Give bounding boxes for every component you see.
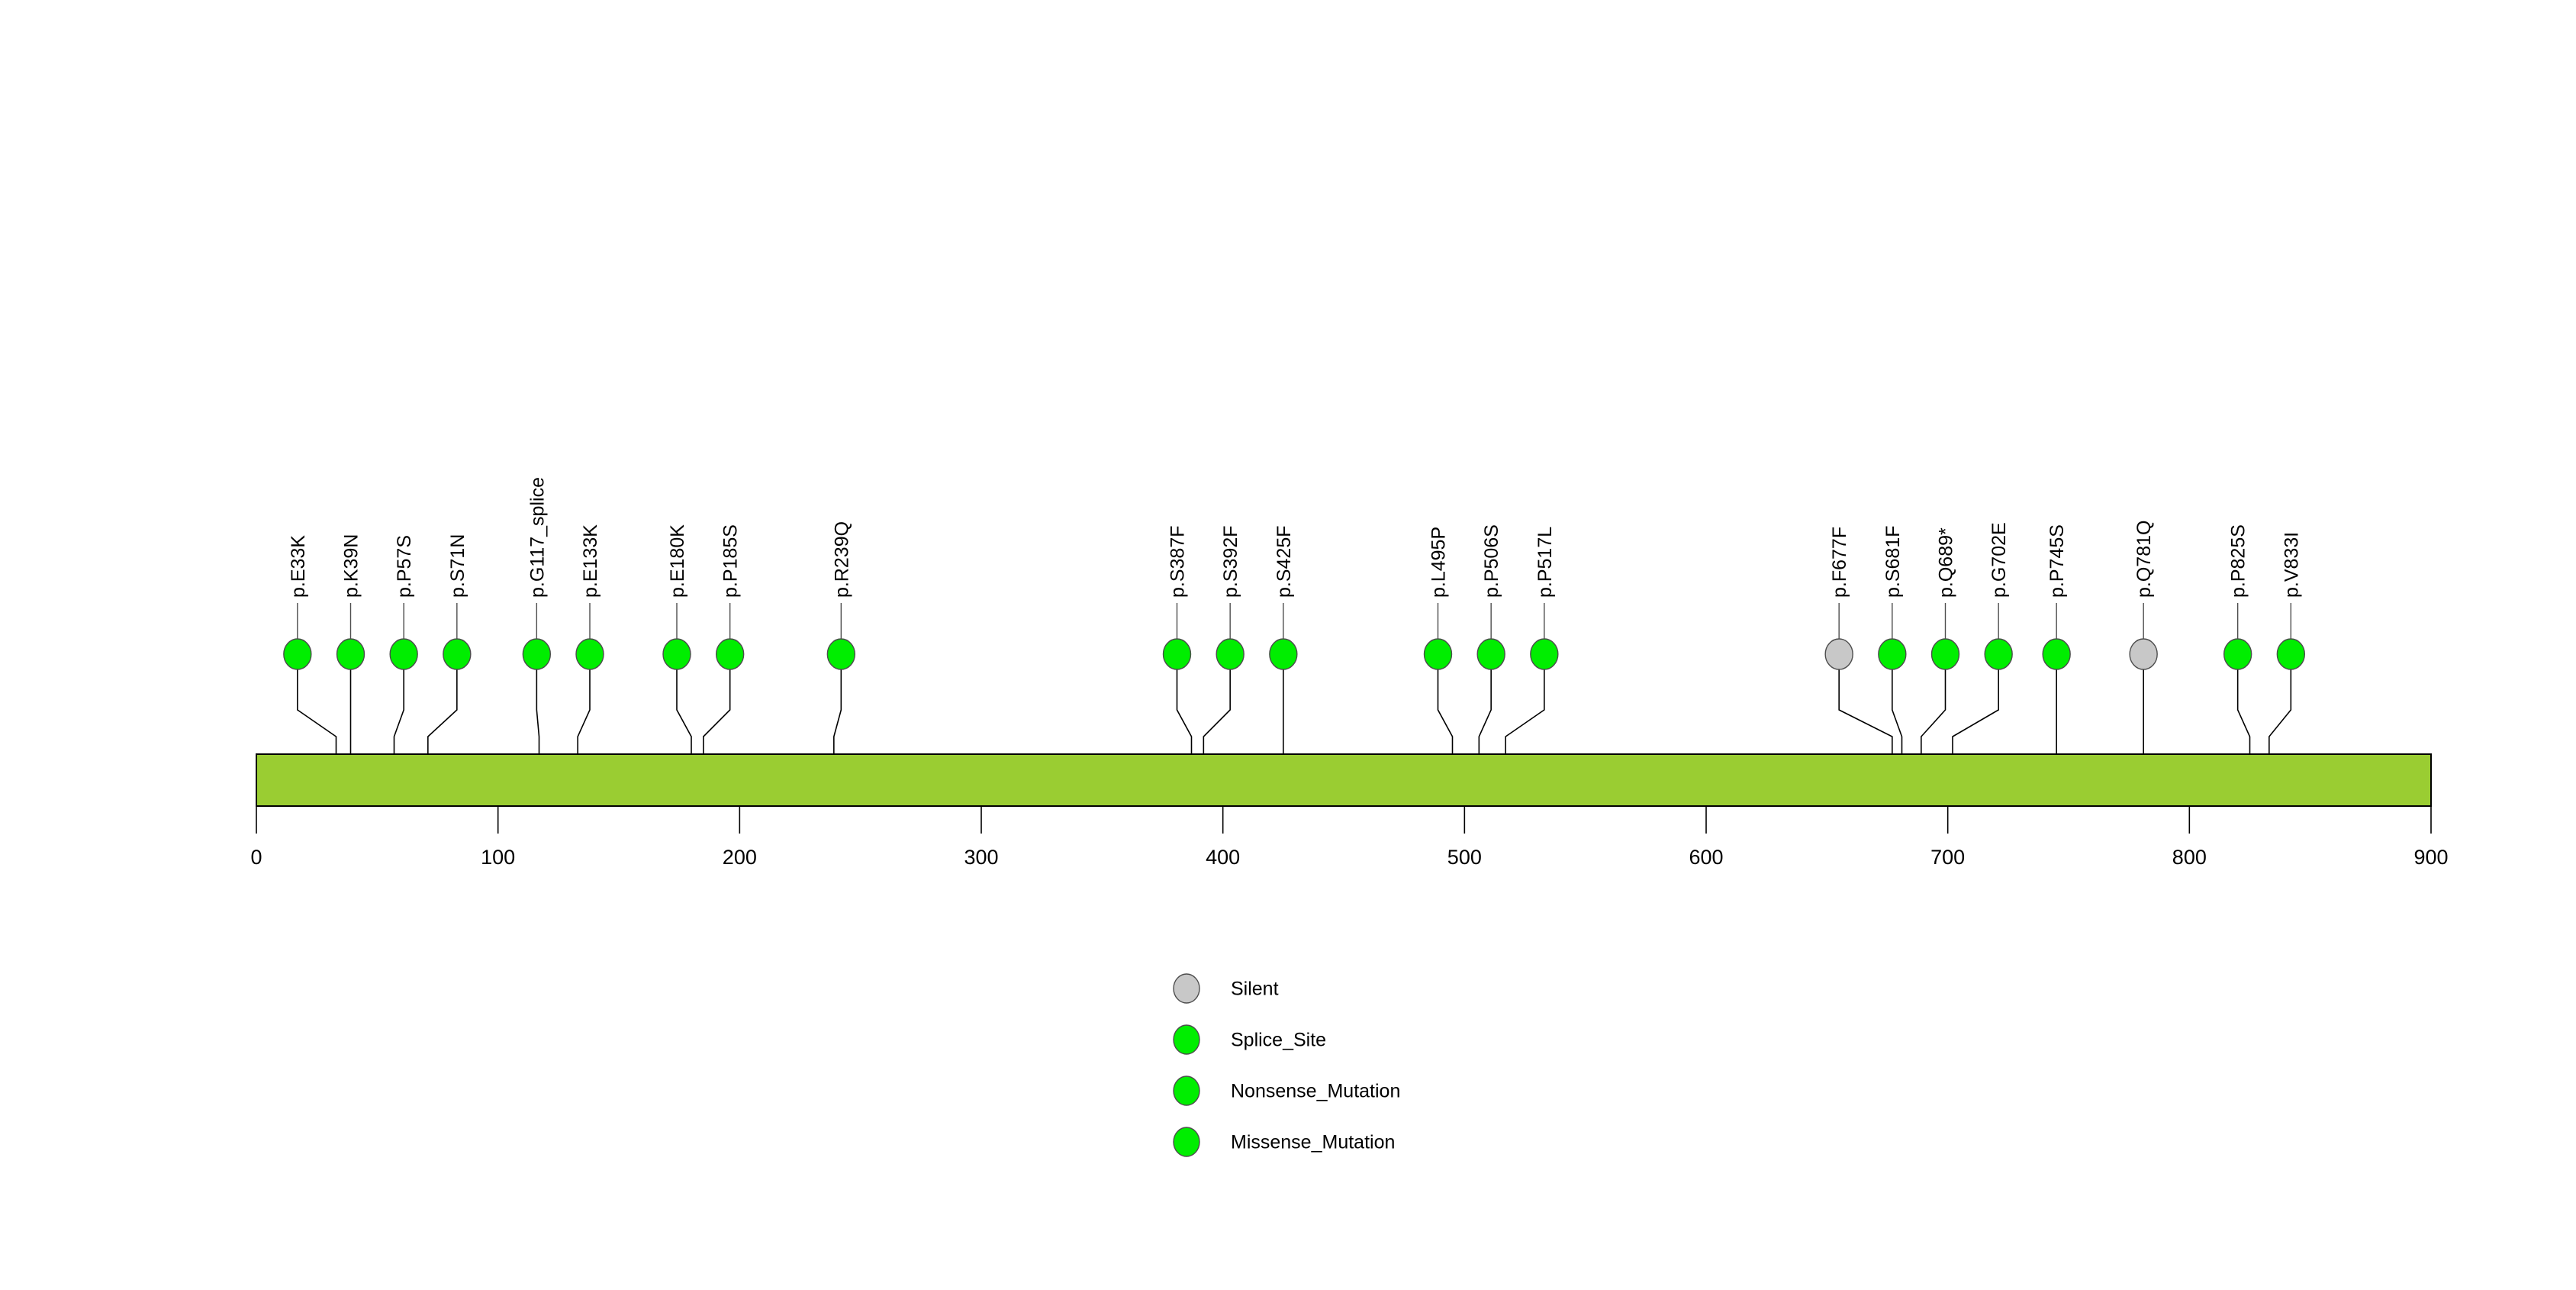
mutation-marker[interactable]	[1930, 638, 1960, 670]
mutation-marker[interactable]	[1530, 638, 1559, 670]
mutation-marker[interactable]	[1824, 638, 1853, 670]
mutation-type-legend: SilentSplice_SiteNonsense_MutationMissen…	[1173, 973, 1400, 1157]
legend-swatch[interactable]	[1173, 1076, 1200, 1106]
mutation-label: p.P57S	[394, 535, 415, 598]
legend-item-label: Silent	[1231, 979, 1279, 1000]
mutation-marker[interactable]	[575, 638, 604, 670]
mutation-marker[interactable]	[443, 638, 472, 670]
residue-axis: 0 100 200 300 400 500 600 700 800 900	[250, 806, 2449, 869]
mutation-label: p.S681F	[1882, 525, 1904, 598]
axis-tick-label: 100	[481, 846, 515, 869]
mutation-marker[interactable]	[336, 638, 365, 670]
mutation-marker[interactable]	[826, 638, 856, 670]
mutation-marker[interactable]	[1476, 638, 1505, 670]
axis-tick-label: 700	[1930, 846, 1965, 869]
mutation-label: p.S425F	[1274, 525, 1295, 598]
axis-tick-label: 400	[1206, 846, 1240, 869]
legend-swatch[interactable]	[1173, 1024, 1200, 1055]
mutation-label: p.S71N	[447, 534, 469, 598]
legend-swatch[interactable]	[1173, 1127, 1200, 1157]
mutation-marker[interactable]	[1423, 638, 1453, 670]
axis-tick-label: 500	[1447, 846, 1482, 869]
mutation-marker[interactable]	[389, 638, 418, 670]
mutation-label: p.L495P	[1428, 527, 1450, 598]
mutation-marker[interactable]	[522, 638, 552, 670]
mutation-marker[interactable]	[715, 638, 745, 670]
mutation-marker[interactable]	[662, 638, 691, 670]
protein-backbone-bar	[256, 753, 2432, 807]
mutation-label: p.P745S	[2046, 524, 2068, 598]
mutation-label: p.R239Q	[831, 521, 852, 598]
mutation-labels-layer: p.E33K p.K39N p.P57S p.S71N p.G117_splice p.E…	[288, 477, 2302, 598]
mutation-label: p.S392F	[1220, 525, 1241, 598]
legend-item-label: Nonsense_Mutation	[1231, 1081, 1400, 1102]
mutation-label: p.Q781Q	[2133, 521, 2155, 598]
mutation-label: p.E133K	[580, 524, 601, 598]
mutation-label: p.K39N	[341, 534, 362, 598]
mutation-marker[interactable]	[2129, 638, 2158, 670]
mutation-label: p.P517L	[1534, 527, 1556, 598]
mutation-label: p.E180K	[667, 524, 688, 598]
mutation-label: p.S387F	[1167, 525, 1189, 598]
mutation-marker[interactable]	[1162, 638, 1192, 670]
mutation-marker[interactable]	[2276, 638, 2306, 670]
mutation-markers-layer	[283, 603, 2306, 670]
mutation-label: p.G117_splice	[526, 477, 548, 598]
mutation-marker[interactable]	[1269, 638, 1298, 670]
mutation-label: p.P185S	[720, 524, 742, 598]
mutation-label: p.F677F	[1829, 527, 1850, 598]
axis-tick-label: 300	[964, 846, 998, 869]
mutation-marker[interactable]	[283, 638, 312, 670]
mutation-label: p.V833I	[2281, 532, 2302, 598]
legend-item-label: Splice_Site	[1231, 1030, 1326, 1051]
axis-tick-label: 800	[2172, 846, 2207, 869]
mutation-marker[interactable]	[1878, 638, 1907, 670]
mutation-label: p.G702E	[1988, 522, 2010, 598]
axis-tick-label: 0	[250, 846, 262, 869]
axis-tick-label: 200	[723, 846, 757, 869]
legend-item-label: Missense_Mutation	[1231, 1132, 1395, 1153]
legend-swatch[interactable]	[1173, 973, 1200, 1004]
mutation-marker[interactable]	[1984, 638, 2013, 670]
mutation-label: p.P825S	[2228, 524, 2249, 598]
protein-bar	[256, 753, 2432, 807]
mutation-label: p.Q689*	[1936, 527, 1957, 598]
mutation-marker[interactable]	[2042, 638, 2071, 670]
axis-tick-label: 900	[2413, 846, 2448, 869]
mutation-label: p.E33K	[288, 535, 309, 598]
mutation-marker[interactable]	[2223, 638, 2252, 670]
mutation-label: p.P506S	[1481, 524, 1502, 598]
axis-tick-label: 600	[1689, 846, 1723, 869]
mutation-marker[interactable]	[1216, 638, 1245, 670]
